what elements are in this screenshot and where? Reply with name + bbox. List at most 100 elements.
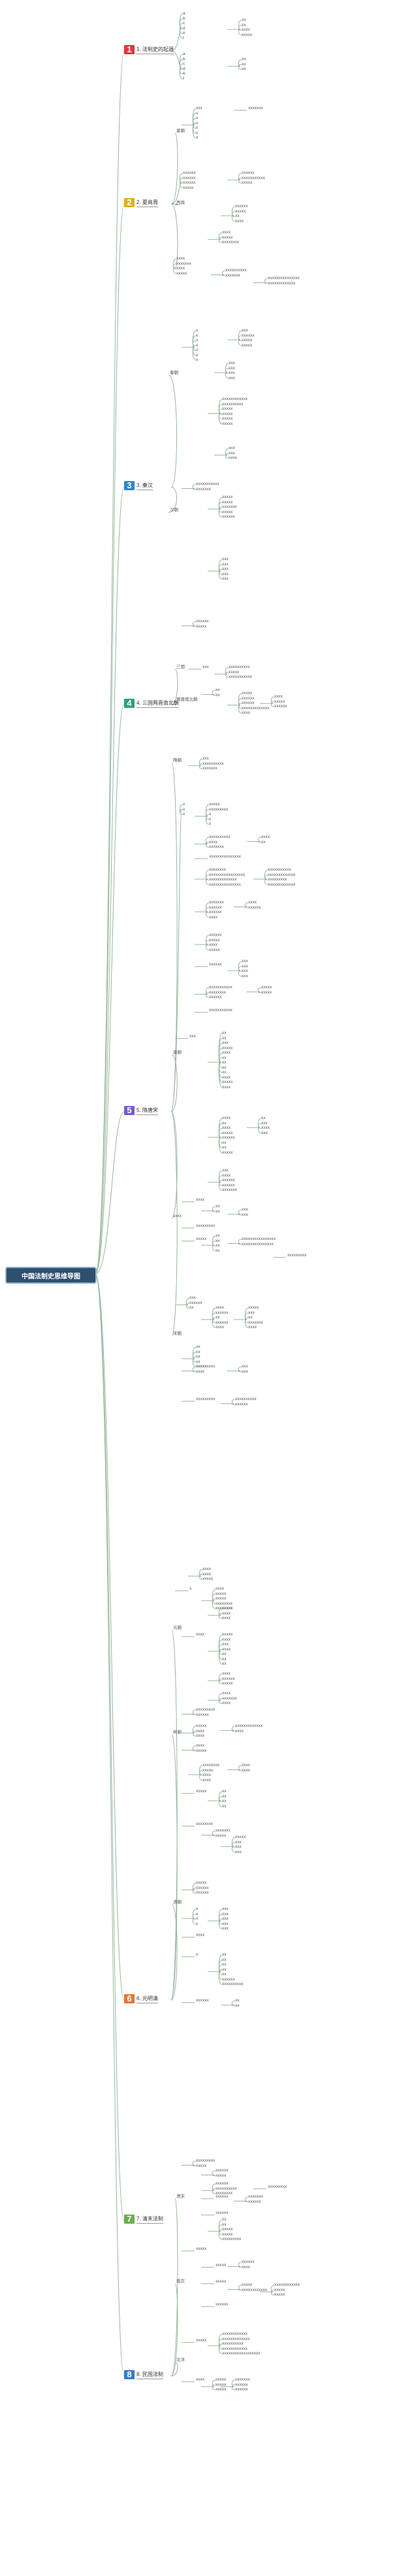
- leaf-node[interactable]: xxxxxxxxxxxxx: [235, 1724, 263, 1728]
- leaf-node[interactable]: xxxxxxxxxx: [235, 1397, 257, 1401]
- leaf-node[interactable]: xxxx: [209, 943, 217, 947]
- leaf-node[interactable]: xxxxxx: [196, 1998, 209, 2003]
- leaf-node[interactable]: xxxx: [242, 2264, 250, 2269]
- leaf-node[interactable]: x: [183, 807, 185, 812]
- leaf-node[interactable]: xx: [242, 61, 246, 67]
- leaf-node[interactable]: 西周: [176, 201, 185, 205]
- leaf-node[interactable]: xxx: [222, 1041, 229, 1045]
- leaf-node[interactable]: xx: [222, 1656, 227, 1662]
- leaf-node[interactable]: x: [196, 333, 199, 338]
- leaf-node[interactable]: xxxxxx: [216, 2211, 229, 2215]
- leaf-node[interactable]: xxxxxxx: [196, 486, 211, 492]
- leaf-node[interactable]: xxxx: [242, 1763, 250, 1767]
- leaf-node[interactable]: xxxx: [222, 1611, 231, 1616]
- leaf-node[interactable]: xxxxxxxxxxxxx: [268, 882, 296, 887]
- leaf-node[interactable]: xxxxxxxxxxxx: [222, 2332, 248, 2336]
- leaf-node[interactable]: xxxxx: [222, 1150, 233, 1155]
- leaf-node[interactable]: xxxxx: [176, 271, 187, 276]
- leaf-node[interactable]: xxxxxxxx: [202, 1763, 219, 1767]
- leaf-node[interactable]: xxxxxxxxxxxxxxx: [268, 276, 300, 280]
- leaf-node[interactable]: xxxxxxxx: [209, 867, 226, 872]
- leaf-node[interactable]: x: [196, 328, 199, 333]
- leaf-node[interactable]: xxxx: [209, 914, 217, 920]
- leaf-node[interactable]: xxxxxx: [248, 905, 261, 910]
- leaf-node[interactable]: xxxxx: [216, 1596, 227, 1601]
- leaf-node[interactable]: xxxxxx: [222, 1178, 235, 1182]
- leaf-node[interactable]: xxxxxxxxxxxxx: [242, 705, 270, 711]
- leaf-node[interactable]: 秦朝: [170, 371, 178, 375]
- leaf-node[interactable]: xxx: [229, 371, 235, 375]
- leaf-node[interactable]: xxx: [189, 1296, 196, 1300]
- leaf-node[interactable]: xxxxx: [196, 2338, 207, 2343]
- leaf-node[interactable]: xxxx: [235, 218, 244, 224]
- leaf-node[interactable]: xxxxxxxxx: [196, 1397, 216, 1401]
- leaf-node[interactable]: xxxxxxxxxxxxxxxx: [242, 1237, 276, 1241]
- leaf-node[interactable]: 明朝: [173, 1730, 182, 1735]
- leaf-node[interactable]: xxxx: [176, 256, 185, 261]
- leaf-node[interactable]: xxxx: [235, 1728, 244, 1733]
- leaf-node[interactable]: xxx: [189, 1034, 196, 1039]
- leaf-node[interactable]: 清朝: [173, 1900, 182, 1905]
- leaf-node[interactable]: xx: [216, 1238, 220, 1243]
- leaf-node[interactable]: xxxxx: [235, 1835, 246, 1839]
- leaf-node[interactable]: xxxxxx: [183, 171, 196, 175]
- leaf-node[interactable]: xxx: [242, 973, 248, 979]
- leaf-node[interactable]: xxxx: [202, 1773, 211, 1777]
- leaf-node[interactable]: xxxxxxxxx: [196, 1707, 216, 1712]
- leaf-node[interactable]: xxxxxxxxxxxxx: [268, 280, 296, 286]
- leaf-node[interactable]: xx: [222, 1035, 227, 1041]
- leaf-node[interactable]: xxxxx: [222, 1130, 233, 1135]
- leaf-node[interactable]: a: [183, 11, 185, 16]
- leaf-node[interactable]: xxxx: [222, 1637, 231, 1642]
- leaf-node[interactable]: xxxx: [222, 1701, 231, 1705]
- leaf-node[interactable]: c: [183, 21, 185, 25]
- leaf-node[interactable]: xxx: [202, 665, 209, 669]
- leaf-node[interactable]: x: [189, 1586, 192, 1591]
- leaf-node[interactable]: xxxxx: [274, 699, 285, 704]
- leaf-node[interactable]: xxxxxx: [189, 1300, 202, 1305]
- leaf-node[interactable]: xxx: [222, 1926, 229, 1931]
- leaf-node[interactable]: xxx: [222, 1168, 229, 1173]
- leaf-node[interactable]: xxxxxx: [235, 1401, 248, 1407]
- leaf-node[interactable]: e: [183, 31, 185, 35]
- leaf-node[interactable]: xxxxx: [202, 1577, 214, 1581]
- leaf-node[interactable]: xxxxx: [196, 1364, 207, 1369]
- leaf-node[interactable]: xxxxx: [242, 2283, 253, 2287]
- leaf-node[interactable]: 隋朝: [173, 758, 182, 763]
- leaf-node[interactable]: xxxxx: [196, 1724, 207, 1728]
- leaf-node[interactable]: xxxxxxx: [222, 1696, 237, 1701]
- leaf-node[interactable]: xxxxxx: [183, 175, 196, 180]
- leaf-node[interactable]: xxxx: [222, 1116, 231, 1120]
- leaf-node[interactable]: xxxxx: [196, 2163, 207, 2168]
- leaf-node[interactable]: xxxxxxxxxxxx: [222, 2346, 248, 2351]
- leaf-node[interactable]: xxxxxx: [209, 995, 222, 999]
- leaf-node[interactable]: 唐朝: [173, 1050, 182, 1055]
- leaf-node[interactable]: xxxxxxxxxx: [216, 2186, 237, 2191]
- leaf-node[interactable]: xxx: [242, 959, 248, 963]
- leaf-node[interactable]: x: [196, 120, 199, 125]
- leaf-node[interactable]: xxxxx: [196, 2247, 207, 2251]
- leaf-node[interactable]: xx: [242, 57, 246, 61]
- leaf-node[interactable]: xxxxxx: [242, 695, 255, 701]
- leaf-node[interactable]: xxxx: [261, 1126, 270, 1130]
- leaf-node[interactable]: xxx: [222, 557, 229, 561]
- leaf-node[interactable]: xx: [196, 1354, 201, 1359]
- leaf-node[interactable]: xxx: [261, 1120, 268, 1126]
- leaf-node[interactable]: xx: [222, 1140, 227, 1145]
- leaf-node[interactable]: xxxxx: [222, 416, 233, 421]
- leaf-node[interactable]: xxxx: [222, 1075, 231, 1080]
- leaf-node[interactable]: f: [183, 35, 184, 41]
- leaf-node[interactable]: xxxx: [216, 1325, 224, 1330]
- leaf-node[interactable]: xxx: [196, 106, 202, 110]
- leaf-node[interactable]: xxxxxxxxx: [287, 1253, 307, 1258]
- leaf-node[interactable]: xx: [222, 1803, 227, 1809]
- leaf-node[interactable]: xxxxx: [242, 691, 253, 695]
- leaf-node[interactable]: d: [183, 66, 185, 71]
- leaf-node[interactable]: xxxxxxxxxxxxx: [209, 877, 237, 882]
- leaf-node[interactable]: xxxxxx: [209, 933, 222, 937]
- leaf-node[interactable]: xxxxx: [196, 1237, 207, 1241]
- leaf-node[interactable]: xx: [216, 1248, 220, 1253]
- leaf-node[interactable]: xxx: [229, 450, 235, 456]
- leaf-node[interactable]: 宋朝: [173, 1331, 182, 1336]
- leaf-node[interactable]: xxxxxxxxx: [196, 2158, 216, 2163]
